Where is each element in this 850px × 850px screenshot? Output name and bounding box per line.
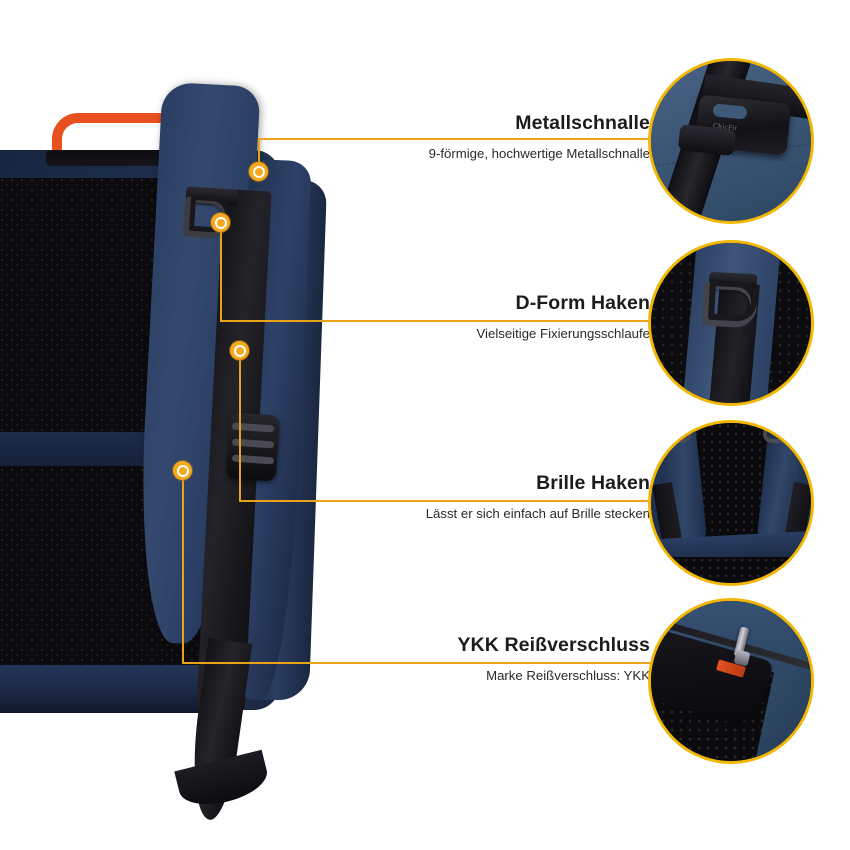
product-photo: [0, 0, 420, 850]
detail-circle-brille-haken: [648, 420, 814, 586]
callout-4-leader-vertical: [182, 478, 184, 664]
callout-subtitle: Lässt er sich einfach auf Brille stecken: [425, 506, 650, 522]
callout-2-leader-vertical: [220, 230, 222, 322]
callout-1-leader-horizontal: [258, 138, 656, 140]
callout-2-leader-horizontal: [220, 320, 656, 322]
d-ring-hook-inner: [707, 279, 759, 323]
callout-marker-metallschnalle[interactable]: [249, 162, 268, 181]
callout-1-leader-vertical: [258, 138, 260, 173]
callout-subtitle: Vielseitige Fixierungsschlaufe: [476, 326, 651, 342]
callout-title: Brille Haken: [536, 472, 650, 494]
callout-label-ykk-reissverschluss: YKK Reißverschluss Marke Reißverschluss:…: [330, 634, 650, 685]
callout-label-metallschnalle: Metallschnalle 9-förmige, hochwertige Me…: [330, 112, 650, 163]
callout-3-leader-vertical: [239, 358, 241, 502]
mesh-lower: [651, 557, 811, 583]
callout-marker-ykk-reissverschluss[interactable]: [173, 461, 192, 480]
callout-subtitle: Marke Reißverschluss: YKK: [486, 668, 650, 684]
callout-title: Metallschnalle: [515, 112, 650, 134]
callout-label-brille-haken: Brille Haken Lässt er sich einfach auf B…: [330, 472, 650, 523]
callout-subtitle: 9-förmige, hochwertige Metallschnalle: [428, 146, 650, 162]
detail-circle-d-form-haken: [648, 240, 814, 406]
callout-label-d-form-haken: D-Form Haken Vielseitige Fixierungsschla…: [330, 292, 651, 343]
callout-4-leader-horizontal: [182, 662, 656, 664]
detail-circle-ykk-reissverschluss: [648, 598, 814, 764]
d-ring-right: [763, 425, 785, 443]
callout-marker-brille-haken[interactable]: [230, 341, 249, 360]
callout-3-leader-horizontal: [239, 500, 656, 502]
d-ring-left: [669, 425, 691, 443]
detail-circle-metallschnalle: ChicFit: [648, 58, 814, 224]
callout-marker-d-form-haken[interactable]: [211, 213, 230, 232]
callout-title: YKK Reißverschluss: [457, 634, 650, 656]
callout-title: D-Form Haken: [515, 292, 650, 314]
